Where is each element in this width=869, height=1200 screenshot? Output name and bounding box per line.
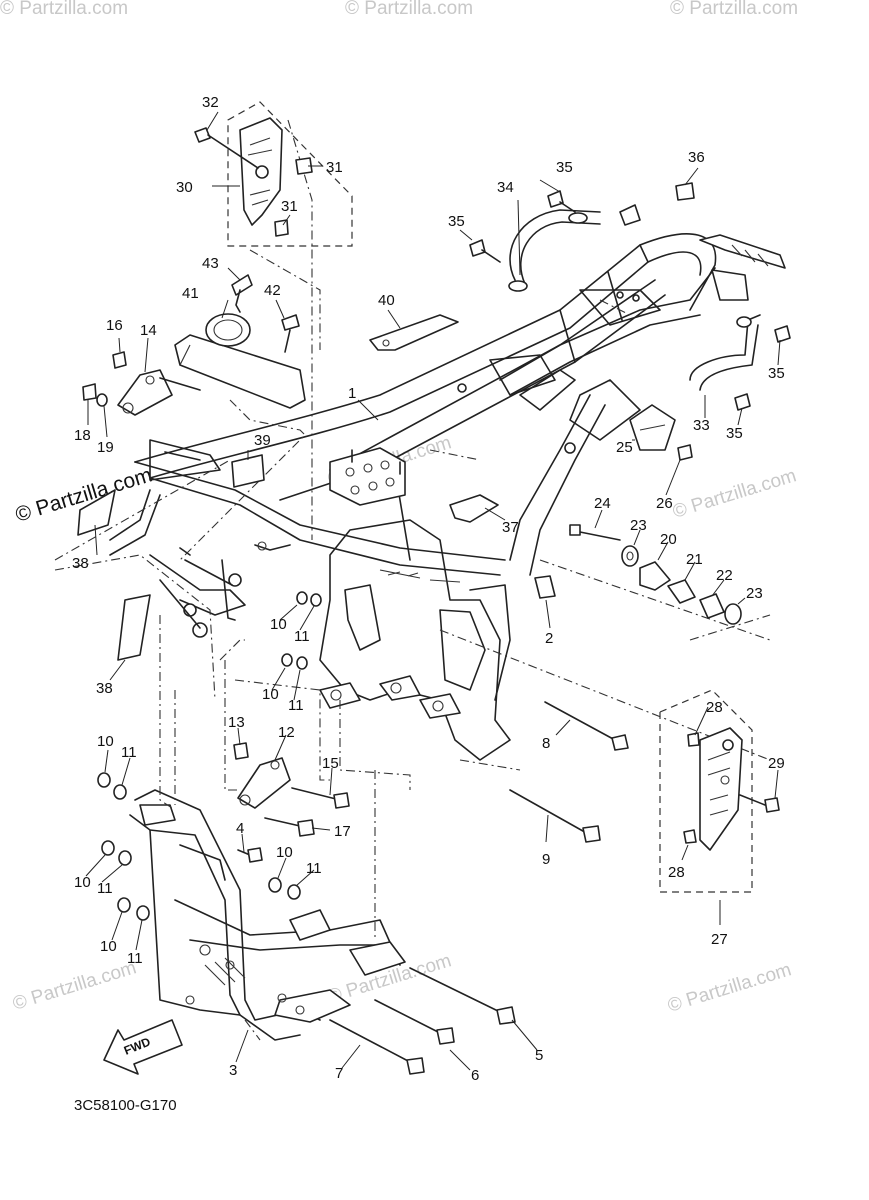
part-36-cap xyxy=(675,182,786,301)
part-14-bracket xyxy=(77,351,201,536)
callout-41: 41 xyxy=(182,285,199,302)
callout-14: 14 xyxy=(140,322,157,339)
callout-22: 22 xyxy=(716,567,733,584)
callout-42: 42 xyxy=(264,282,281,299)
callout-35-lower: 35 xyxy=(726,425,743,442)
callout-40: 40 xyxy=(378,292,395,309)
callout-12: 12 xyxy=(278,724,295,741)
part-37-cover xyxy=(449,494,499,523)
part-34-rail xyxy=(469,190,641,292)
callout-6: 6 xyxy=(471,1067,479,1084)
part-2-grommet xyxy=(534,575,556,599)
callout-13: 13 xyxy=(228,714,245,731)
callout-10-b: 10 xyxy=(74,874,91,891)
callout-33: 33 xyxy=(693,417,710,434)
fwd-arrow: FWD xyxy=(103,1019,183,1075)
callout-1: 1 xyxy=(348,385,356,402)
callout-16: 16 xyxy=(106,317,123,334)
main-frame xyxy=(134,233,717,761)
long-bolts xyxy=(237,701,629,1075)
callout-31-bottom: 31 xyxy=(281,198,298,215)
callout-10-f: 10 xyxy=(262,686,279,703)
callout-3: 3 xyxy=(229,1062,237,1079)
callout-28-top: 28 xyxy=(706,699,723,716)
callout-43: 43 xyxy=(202,255,219,272)
callout-11-f: 11 xyxy=(288,697,304,714)
callout-15: 15 xyxy=(322,755,339,772)
callout-36: 36 xyxy=(688,149,705,166)
part-33-rail xyxy=(689,314,791,411)
callout-31-top: 31 xyxy=(326,159,343,176)
part-41-clamp xyxy=(174,274,306,409)
callout-11-b: 11 xyxy=(97,880,113,897)
watermark-top-right: © Partzilla.com xyxy=(670,0,798,19)
watermark-mid-right: © Partzilla.com xyxy=(670,465,799,523)
callout-35-right: 35 xyxy=(768,365,785,382)
alignment-lines xyxy=(54,119,771,1041)
callout-8: 8 xyxy=(542,735,550,752)
leader-lines xyxy=(85,111,781,1071)
callout-21: 21 xyxy=(686,551,703,568)
callout-9: 9 xyxy=(542,851,550,868)
washers-nuts xyxy=(97,591,322,921)
callout-18: 18 xyxy=(74,427,91,444)
callout-2: 2 xyxy=(545,630,553,647)
callout-4: 4 xyxy=(236,820,244,837)
callout-24: 24 xyxy=(594,495,611,512)
callout-38-top: 38 xyxy=(72,555,89,572)
callouts: 32 30 31 31 43 41 42 40 1 16 14 18 19 39… xyxy=(72,94,785,1084)
down-frame xyxy=(129,789,406,1041)
watermark-bottom-left: © Partzilla.com xyxy=(10,957,139,1015)
diagram-code: 3C58100-G170 xyxy=(74,1097,177,1114)
part-30-bracket xyxy=(194,117,313,237)
callout-35-left: 35 xyxy=(448,213,465,230)
callout-34: 34 xyxy=(497,179,514,196)
watermark-top-center: © Partzilla.com xyxy=(345,0,473,19)
front-stay xyxy=(109,439,291,638)
group-box-30 xyxy=(227,101,353,247)
part-39-label xyxy=(231,454,265,488)
part-38-tube xyxy=(117,594,151,661)
callout-11-c: 11 xyxy=(127,950,143,967)
callout-11-d: 11 xyxy=(306,860,322,877)
callout-23-right: 23 xyxy=(746,585,763,602)
callout-25: 25 xyxy=(616,439,633,456)
callout-11-a: 11 xyxy=(121,744,137,761)
part-40-pad xyxy=(369,314,459,351)
watermark-top-left: © Partzilla.com xyxy=(0,0,128,19)
watermark-bottom-right: © Partzilla.com xyxy=(665,959,794,1017)
group-box-27 xyxy=(659,689,753,893)
callout-26: 26 xyxy=(656,495,673,512)
callout-5: 5 xyxy=(535,1047,543,1064)
group-outlines xyxy=(227,101,753,893)
callout-10-d: 10 xyxy=(276,844,293,861)
part-20-24-spacers xyxy=(569,524,742,625)
callout-7: 7 xyxy=(335,1065,343,1082)
callout-37: 37 xyxy=(502,519,519,536)
callout-39: 39 xyxy=(254,432,271,449)
callout-28-bottom: 28 xyxy=(668,864,685,881)
callout-19: 19 xyxy=(97,439,114,456)
callout-30: 30 xyxy=(176,179,193,196)
callout-11-e: 11 xyxy=(294,628,310,645)
callout-23-left: 23 xyxy=(630,517,647,534)
part-12-bracket xyxy=(233,742,350,837)
callout-20: 20 xyxy=(660,531,677,548)
callout-10-c: 10 xyxy=(100,938,117,955)
callout-10-a: 10 xyxy=(97,733,114,750)
part-27-bracket xyxy=(683,727,780,851)
callout-32: 32 xyxy=(202,94,219,111)
callout-38-bottom: 38 xyxy=(96,680,113,697)
callout-35-top: 35 xyxy=(556,159,573,176)
callout-10-e: 10 xyxy=(270,616,287,633)
part-25-damper xyxy=(629,404,693,461)
callout-29: 29 xyxy=(768,755,785,772)
callout-27: 27 xyxy=(711,931,728,948)
callout-17: 17 xyxy=(334,823,351,840)
